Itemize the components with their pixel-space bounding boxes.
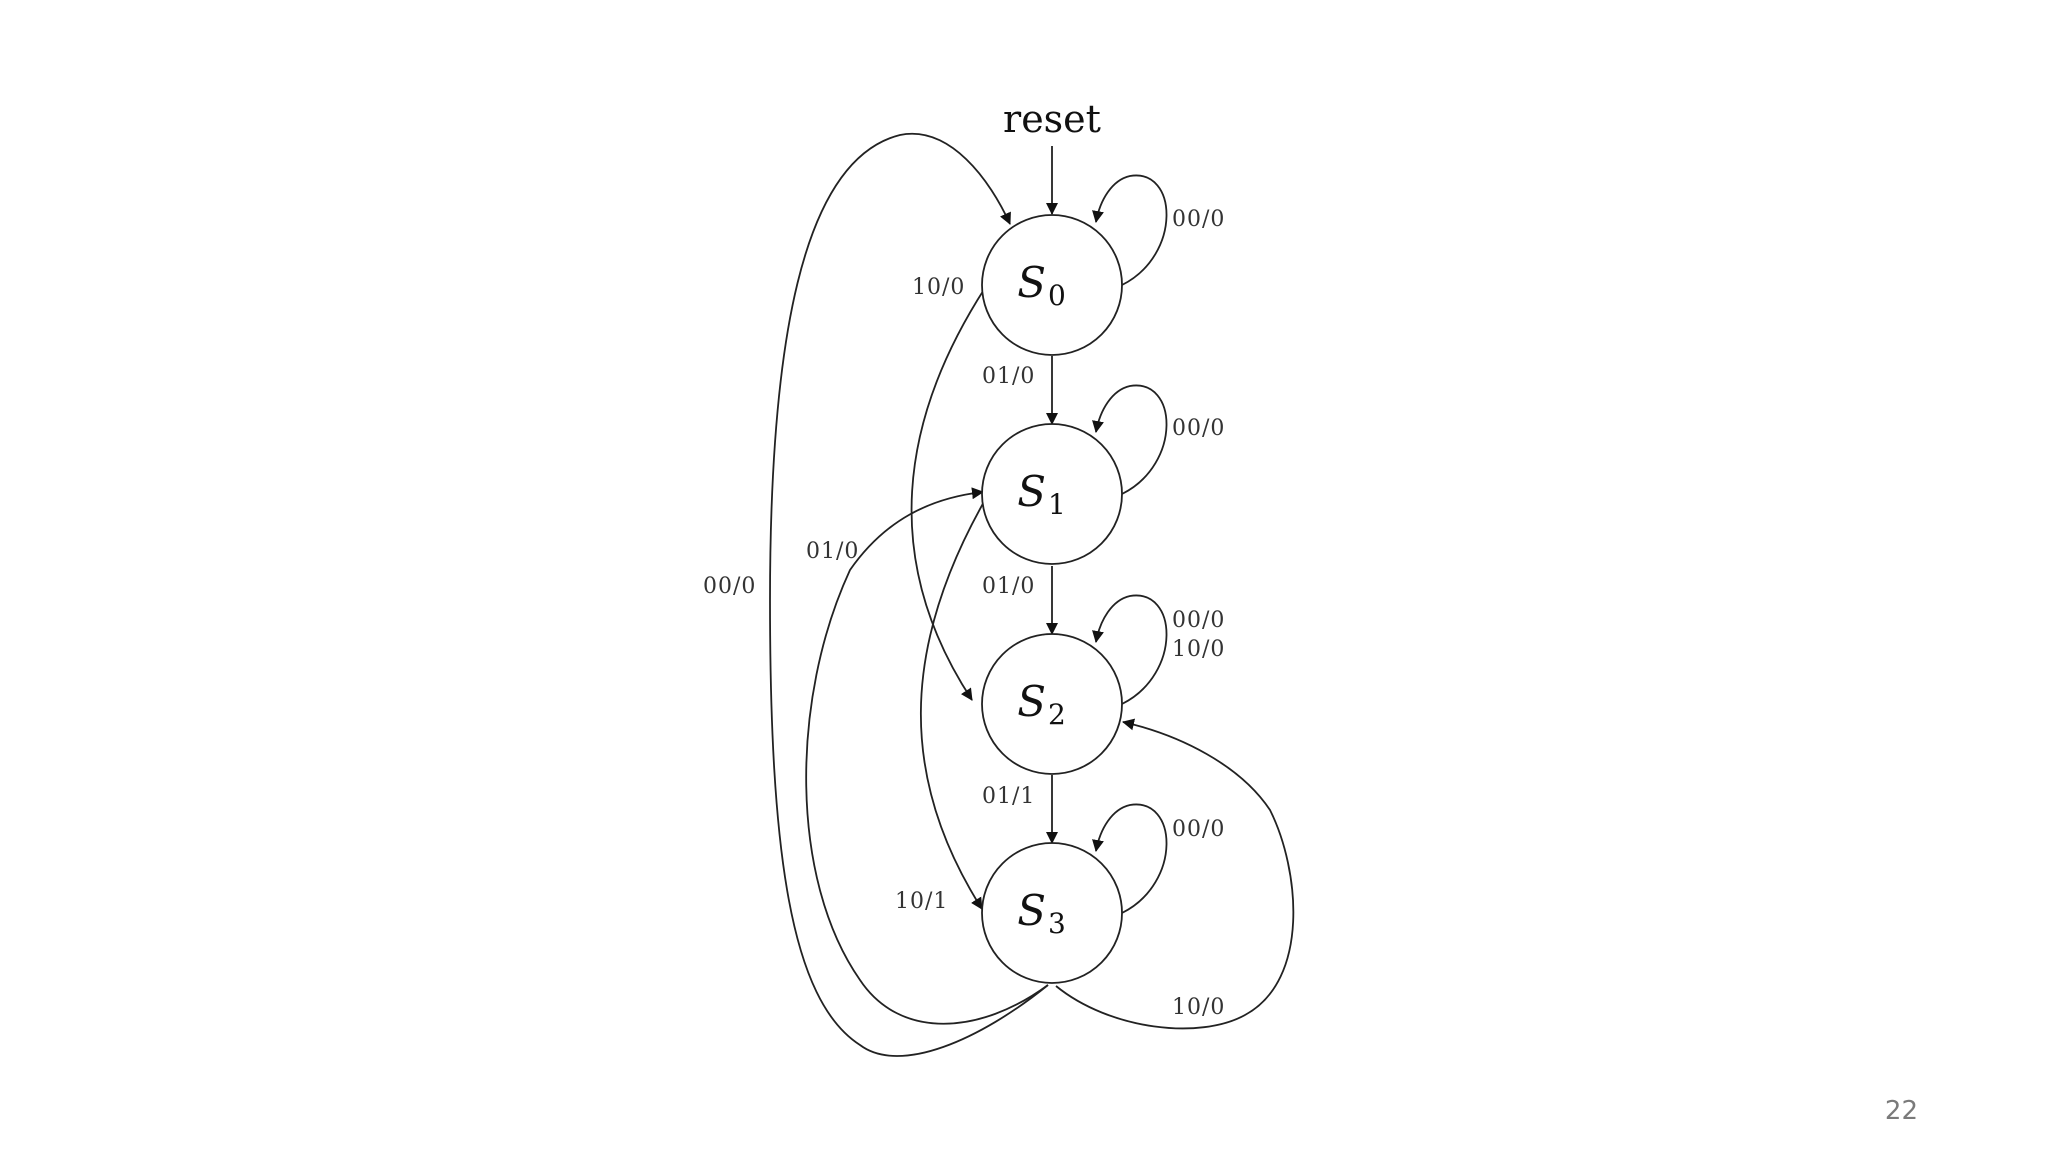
page-number: 22 — [1884, 1096, 1918, 1126]
edge-s1-s3 — [919, 499, 986, 910]
state-s0: S 0 — [981, 214, 1123, 356]
edge-s0-s2 — [910, 287, 986, 701]
state-s3-sub: 3 — [1048, 907, 1066, 940]
edge-s3-s2 — [1055, 718, 1295, 1030]
loop-s1 — [1092, 384, 1168, 495]
reset-label: reset — [1003, 97, 1101, 141]
label-s3-s1: 10/1 — [895, 889, 948, 914]
loop-s2 — [1092, 594, 1168, 705]
state-s2-letter: S — [1017, 677, 1046, 726]
label-s3-s2: 10/0 — [1172, 995, 1225, 1020]
state-s0-sub: 0 — [1048, 279, 1066, 312]
label-s0-self: 00/0 — [1172, 207, 1225, 232]
state-s1-circle — [981, 423, 1123, 565]
label-s3-s0: 00/0 — [703, 574, 756, 599]
state-s0-letter: S — [1017, 258, 1046, 307]
state-s1: S 1 — [981, 423, 1123, 565]
state-s3: S 3 — [981, 842, 1123, 984]
label-s2-s3: 01/1 — [982, 784, 1035, 809]
label-s1-self: 00/0 — [1172, 416, 1225, 441]
label-s2-self-a: 00/0 — [1172, 608, 1225, 633]
state-s2-circle — [981, 633, 1123, 775]
label-s2-self-b: 10/0 — [1172, 637, 1225, 662]
state-s0-circle — [981, 214, 1123, 356]
label-s1-s3: 01/0 — [806, 539, 859, 564]
state-s2-sub: 2 — [1048, 698, 1066, 731]
loop-s0 — [1092, 174, 1168, 286]
state-s3-circle — [981, 842, 1123, 984]
edge-s3-s0 — [769, 132, 1049, 1057]
state-s2: S 2 — [981, 633, 1123, 775]
label-s3-self: 00/0 — [1172, 817, 1225, 842]
label-s0-s2: 10/0 — [912, 275, 965, 300]
state-s1-sub: 1 — [1048, 488, 1066, 521]
label-s0-s1: 01/0 — [982, 364, 1035, 389]
state-s1-letter: S — [1017, 467, 1046, 516]
label-s1-s2: 01/0 — [982, 574, 1035, 599]
edge-s3-s1 — [805, 487, 1049, 1025]
state-s3-letter: S — [1017, 886, 1046, 935]
loop-s3 — [1092, 803, 1168, 914]
